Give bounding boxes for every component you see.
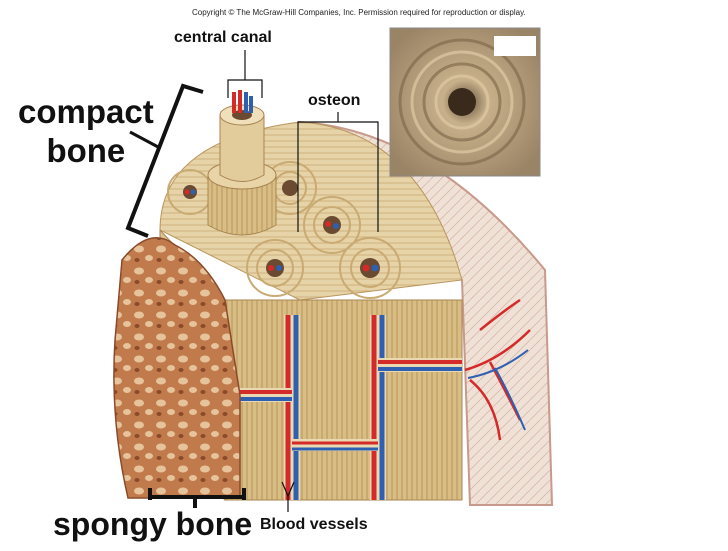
label-osteon: osteon	[308, 92, 361, 109]
periosteal-vein	[467, 349, 529, 431]
label-spongy-bone: spongy bone	[53, 506, 253, 542]
extruded-osteon	[207, 90, 277, 236]
copyright-notice: Copyright © The McGraw-Hill Companies, I…	[192, 8, 526, 17]
label-central-canal: central canal	[174, 29, 272, 46]
label-compact-line1: compact	[18, 93, 154, 130]
label-compact-line2: bone	[46, 132, 126, 169]
compact-bone-front	[224, 299, 463, 501]
periosteal-artery	[464, 298, 531, 441]
spongy-bone	[113, 237, 241, 499]
label-compact-bone: compact bone	[18, 92, 154, 170]
osteon-rings	[167, 161, 401, 299]
label-blood-vessels: Blood vessels	[260, 516, 368, 533]
blood-vessels-front	[235, 315, 462, 500]
leader-lines	[125, 50, 379, 512]
periosteum	[297, 120, 554, 506]
micrograph-inset	[389, 27, 541, 177]
